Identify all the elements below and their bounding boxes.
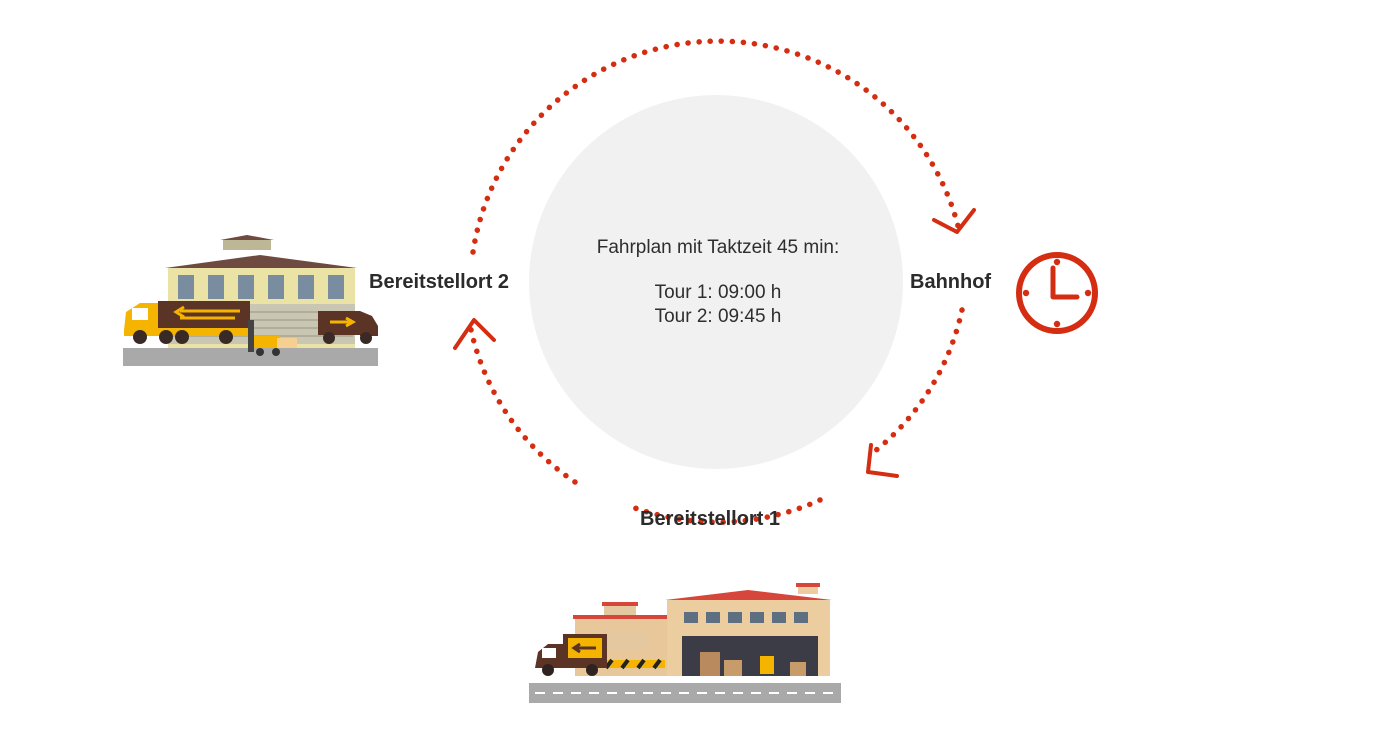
tour-1-time: Tour 1: 09:00 h xyxy=(654,282,782,303)
arrow-to-station-1-icon xyxy=(866,443,899,478)
schedule-heading: Fahrplan mit Taktzeit 45 min: xyxy=(596,237,840,258)
arrow-to-bahnhof-icon xyxy=(932,208,976,234)
schedule-disc xyxy=(529,95,903,469)
clock-icon xyxy=(1016,252,1098,334)
route-arc-left-bottom xyxy=(467,322,578,485)
station-label-bahnhof: Bahnhof xyxy=(910,271,992,293)
route-loop xyxy=(467,38,965,525)
route-arc-top xyxy=(470,38,963,255)
station-label-2: Bereitstellort 2 xyxy=(369,271,510,293)
warehouse-with-van-icon xyxy=(529,583,841,703)
tour-2-time: Tour 2: 09:45 h xyxy=(654,306,782,327)
route-arc-right xyxy=(867,307,965,458)
route-arc-bottom xyxy=(632,497,823,525)
station-label-1: Bereitstellort 1 xyxy=(640,508,781,530)
warehouse-with-trucks-icon xyxy=(123,235,378,366)
arrow-to-station-2-icon xyxy=(453,318,496,350)
schedule-box: Fahrplan mit Taktzeit 45 min: Tour 1: 09… xyxy=(530,236,906,329)
